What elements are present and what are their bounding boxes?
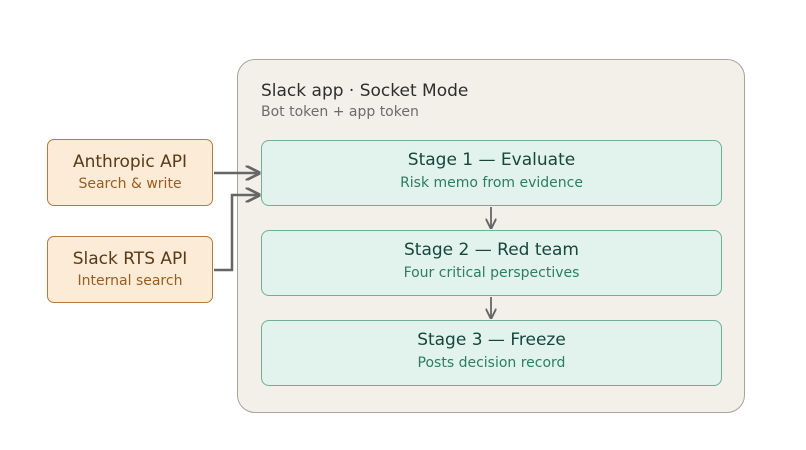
stage-2-title: Stage 2 — Red team	[404, 240, 579, 260]
stage-2-box: Stage 2 — Red team Four critical perspec…	[261, 230, 722, 296]
container-subtitle: Bot token + app token	[261, 104, 419, 120]
stage-1-subtitle: Risk memo from evidence	[400, 175, 583, 191]
stage-1-box: Stage 1 — Evaluate Risk memo from eviden…	[261, 140, 722, 206]
stage-1-title: Stage 1 — Evaluate	[407, 150, 576, 170]
anthropic-api-box: Anthropic API Search & write	[47, 139, 213, 206]
anthropic-api-title: Anthropic API	[72, 152, 188, 172]
slack-rts-api-subtitle: Internal search	[77, 273, 183, 289]
stage-3-title: Stage 3 — Freeze	[417, 330, 566, 350]
anthropic-api-subtitle: Search & write	[78, 176, 182, 192]
slack-rts-api-title: Slack RTS API	[72, 249, 188, 269]
stage-2-subtitle: Four critical perspectives	[403, 265, 580, 281]
stage-3-box: Stage 3 — Freeze Posts decision record	[261, 320, 722, 386]
slack-rts-api-box: Slack RTS API Internal search	[47, 236, 213, 303]
container-title: Slack app · Socket Mode	[261, 81, 469, 101]
stage-3-subtitle: Posts decision record	[417, 355, 566, 371]
